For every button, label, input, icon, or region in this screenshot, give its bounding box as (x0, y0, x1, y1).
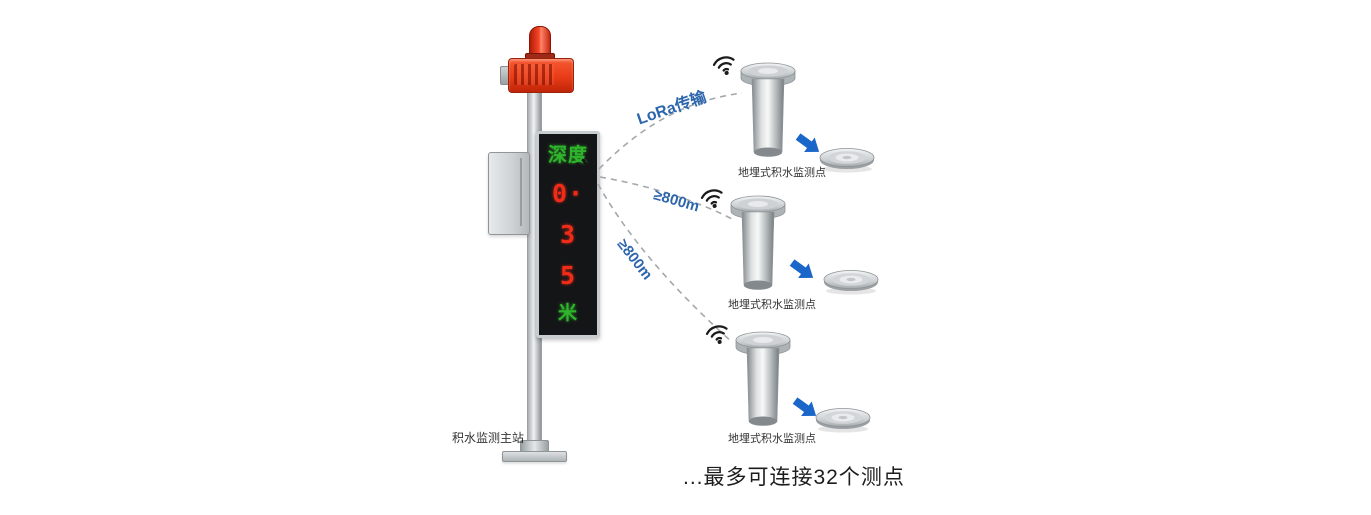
arrow-icon (789, 259, 814, 279)
surface-sensor-disc (815, 408, 871, 433)
led-display-panel: 深度 0· 3 5 米 (536, 131, 600, 338)
buried-sensor-cylinder (730, 195, 786, 290)
control-cabinet-hinge (520, 158, 522, 226)
led-row-digit3: 3 (559, 220, 577, 249)
surface-sensor-disc (823, 270, 879, 295)
footer-note: ...最多可连接32个测点 (683, 466, 905, 489)
wifi-icon (705, 325, 728, 344)
led-row-digit5: 5 (559, 261, 577, 290)
sensor-label: 地埋式积水监测点 (738, 167, 826, 179)
led-row-depth: 深度 (547, 144, 588, 166)
buried-sensor-cylinder (740, 62, 796, 157)
wifi-icon (700, 189, 723, 208)
control-cabinet (488, 152, 530, 235)
led-row-meter: 米 (557, 302, 578, 324)
sensor-label: 地埋式积水监测点 (728, 433, 816, 445)
arrow-icon (792, 397, 817, 417)
wifi-icon (712, 56, 735, 75)
station-pole-base-plate (502, 451, 567, 462)
link-curve-bottom (597, 183, 733, 343)
signal-emitter-icon (568, 158, 590, 186)
buried-sensor-cylinder (735, 331, 791, 426)
station-label: 积水监测主站 (452, 431, 525, 445)
led-row-digit0: 0· (551, 179, 585, 208)
alarm-horn-grille (514, 64, 554, 85)
surface-sensor-disc (819, 148, 875, 173)
link-curve-top (598, 92, 743, 170)
sensor-label: 地埋式积水监测点 (728, 299, 816, 311)
arrow-icon (795, 133, 820, 153)
